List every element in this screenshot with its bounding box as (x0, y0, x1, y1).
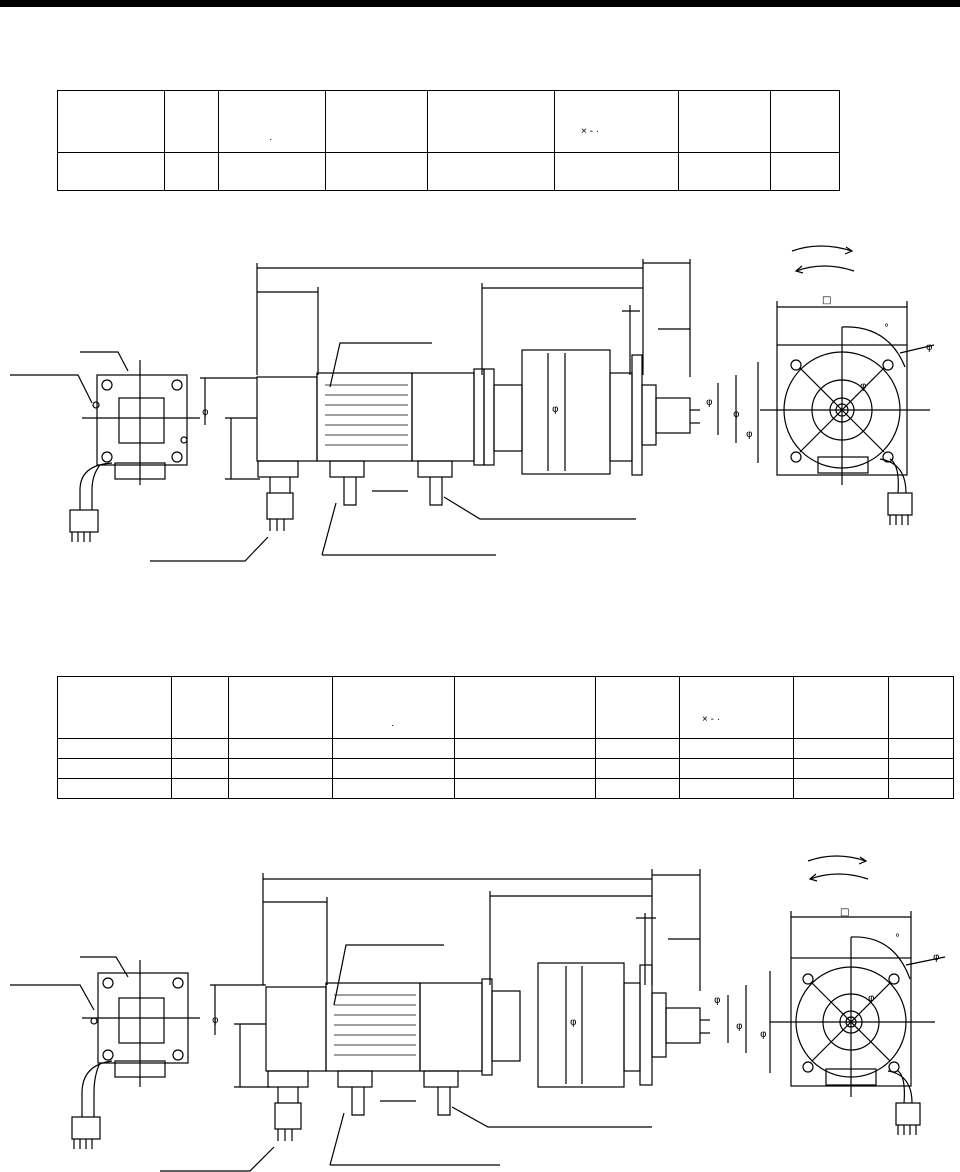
diameter-label: φ (868, 993, 875, 1004)
degree-label: ° (895, 933, 900, 944)
table-1-data-row (57, 152, 840, 191)
table-2-data-row (57, 738, 954, 759)
dimension-mark: × ‐ · (702, 714, 721, 725)
table-1-header-cell (57, 90, 165, 153)
dot-mark: · (269, 134, 273, 145)
table-1-header-cell (678, 90, 771, 153)
table-1-header-cell: · (218, 90, 326, 153)
diameter-label: φ (746, 429, 753, 440)
diameter-label: φ (736, 1021, 743, 1032)
diameter-label: φ (714, 995, 721, 1006)
table-1-header-row: · × ‐ · (57, 90, 840, 153)
table-2-header-cell: · (332, 676, 455, 739)
table-1-header-cell: × ‐ · (554, 90, 679, 153)
dimension-mark: × ‐ · (581, 126, 600, 137)
diameter-label: φ (926, 342, 933, 353)
square-label: □ (840, 907, 849, 918)
spec-table-1: · × ‐ · (57, 90, 840, 191)
table-1-header-cell (164, 90, 219, 153)
table-2-header-cell: × ‐ · (679, 676, 794, 739)
diameter-label: φ (212, 1015, 219, 1026)
spec-table-2: · × ‐ · (57, 676, 954, 799)
motor-outline-drawing-1: φ φ φ φ φ φ φ □ ° (10, 245, 935, 562)
diameter-label: φ (860, 381, 867, 392)
diameter-label: φ (760, 1029, 767, 1040)
table-1-header-cell (770, 90, 840, 153)
diameter-label: φ (733, 409, 740, 420)
table-2-data-row (57, 778, 954, 799)
diameter-label: φ (706, 397, 713, 408)
table-1-header-cell (427, 90, 555, 153)
diameter-label: φ (202, 407, 209, 418)
diameter-label: φ (570, 1017, 577, 1028)
table-1-header-cell (325, 90, 428, 153)
dot-mark: · (391, 720, 395, 731)
square-label: □ (822, 295, 831, 306)
header-bar (0, 0, 960, 7)
motor-outline-drawing-2: φ φ φ φ φ φ φ □ ° (10, 855, 946, 1172)
table-2-header-row: · × ‐ · (57, 676, 954, 739)
diameter-label: φ (552, 404, 559, 415)
diameter-label: φ (933, 952, 940, 963)
table-2-data-row (57, 758, 954, 779)
degree-label: ° (884, 323, 889, 334)
